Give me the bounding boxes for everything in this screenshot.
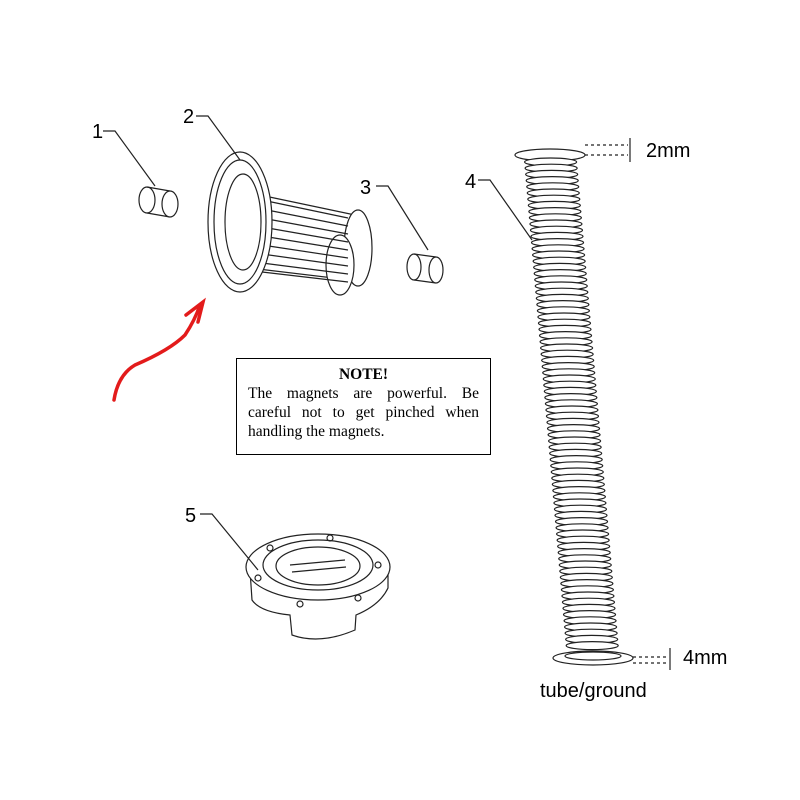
red-annotation-arrow xyxy=(112,297,206,402)
leader-line-5 xyxy=(200,513,259,571)
funnel-rib xyxy=(261,262,349,275)
tube-rib xyxy=(565,640,619,651)
note-box: NOTE! The magnets are powerful. Be caref… xyxy=(236,358,491,455)
leader-line-4 xyxy=(478,179,533,241)
tube-ground-label: tube/ground xyxy=(540,680,647,702)
callout-5: 5 xyxy=(185,505,196,527)
funnel-rib xyxy=(261,208,349,227)
cap-part-5 xyxy=(245,533,391,640)
leader-line-3 xyxy=(376,185,429,251)
callout-2: 2 xyxy=(183,106,194,128)
dimension-bottom-label: 4mm xyxy=(683,647,727,669)
funnel-rib xyxy=(261,199,349,219)
funnel-rib xyxy=(261,271,349,283)
leader-line-1 xyxy=(103,130,156,187)
funnel-rib xyxy=(261,244,349,259)
funnel-part-2 xyxy=(207,151,373,296)
tube-part-4 xyxy=(514,148,634,666)
magnet-part-1 xyxy=(138,186,179,218)
callout-1: 1 xyxy=(92,121,103,143)
funnel-rib xyxy=(261,235,349,251)
magnet-part-3 xyxy=(406,253,444,284)
funnel-rib xyxy=(261,253,349,267)
callout-3: 3 xyxy=(360,177,371,199)
note-title: NOTE! xyxy=(338,366,389,383)
funnel-rib xyxy=(261,217,349,235)
callout-4: 4 xyxy=(465,171,476,193)
funnel-rib xyxy=(261,226,349,243)
leader-line-2 xyxy=(196,115,241,161)
dimension-top-label: 2mm xyxy=(646,140,690,162)
note-body: The magnets are powerful. Be careful not… xyxy=(248,385,479,440)
